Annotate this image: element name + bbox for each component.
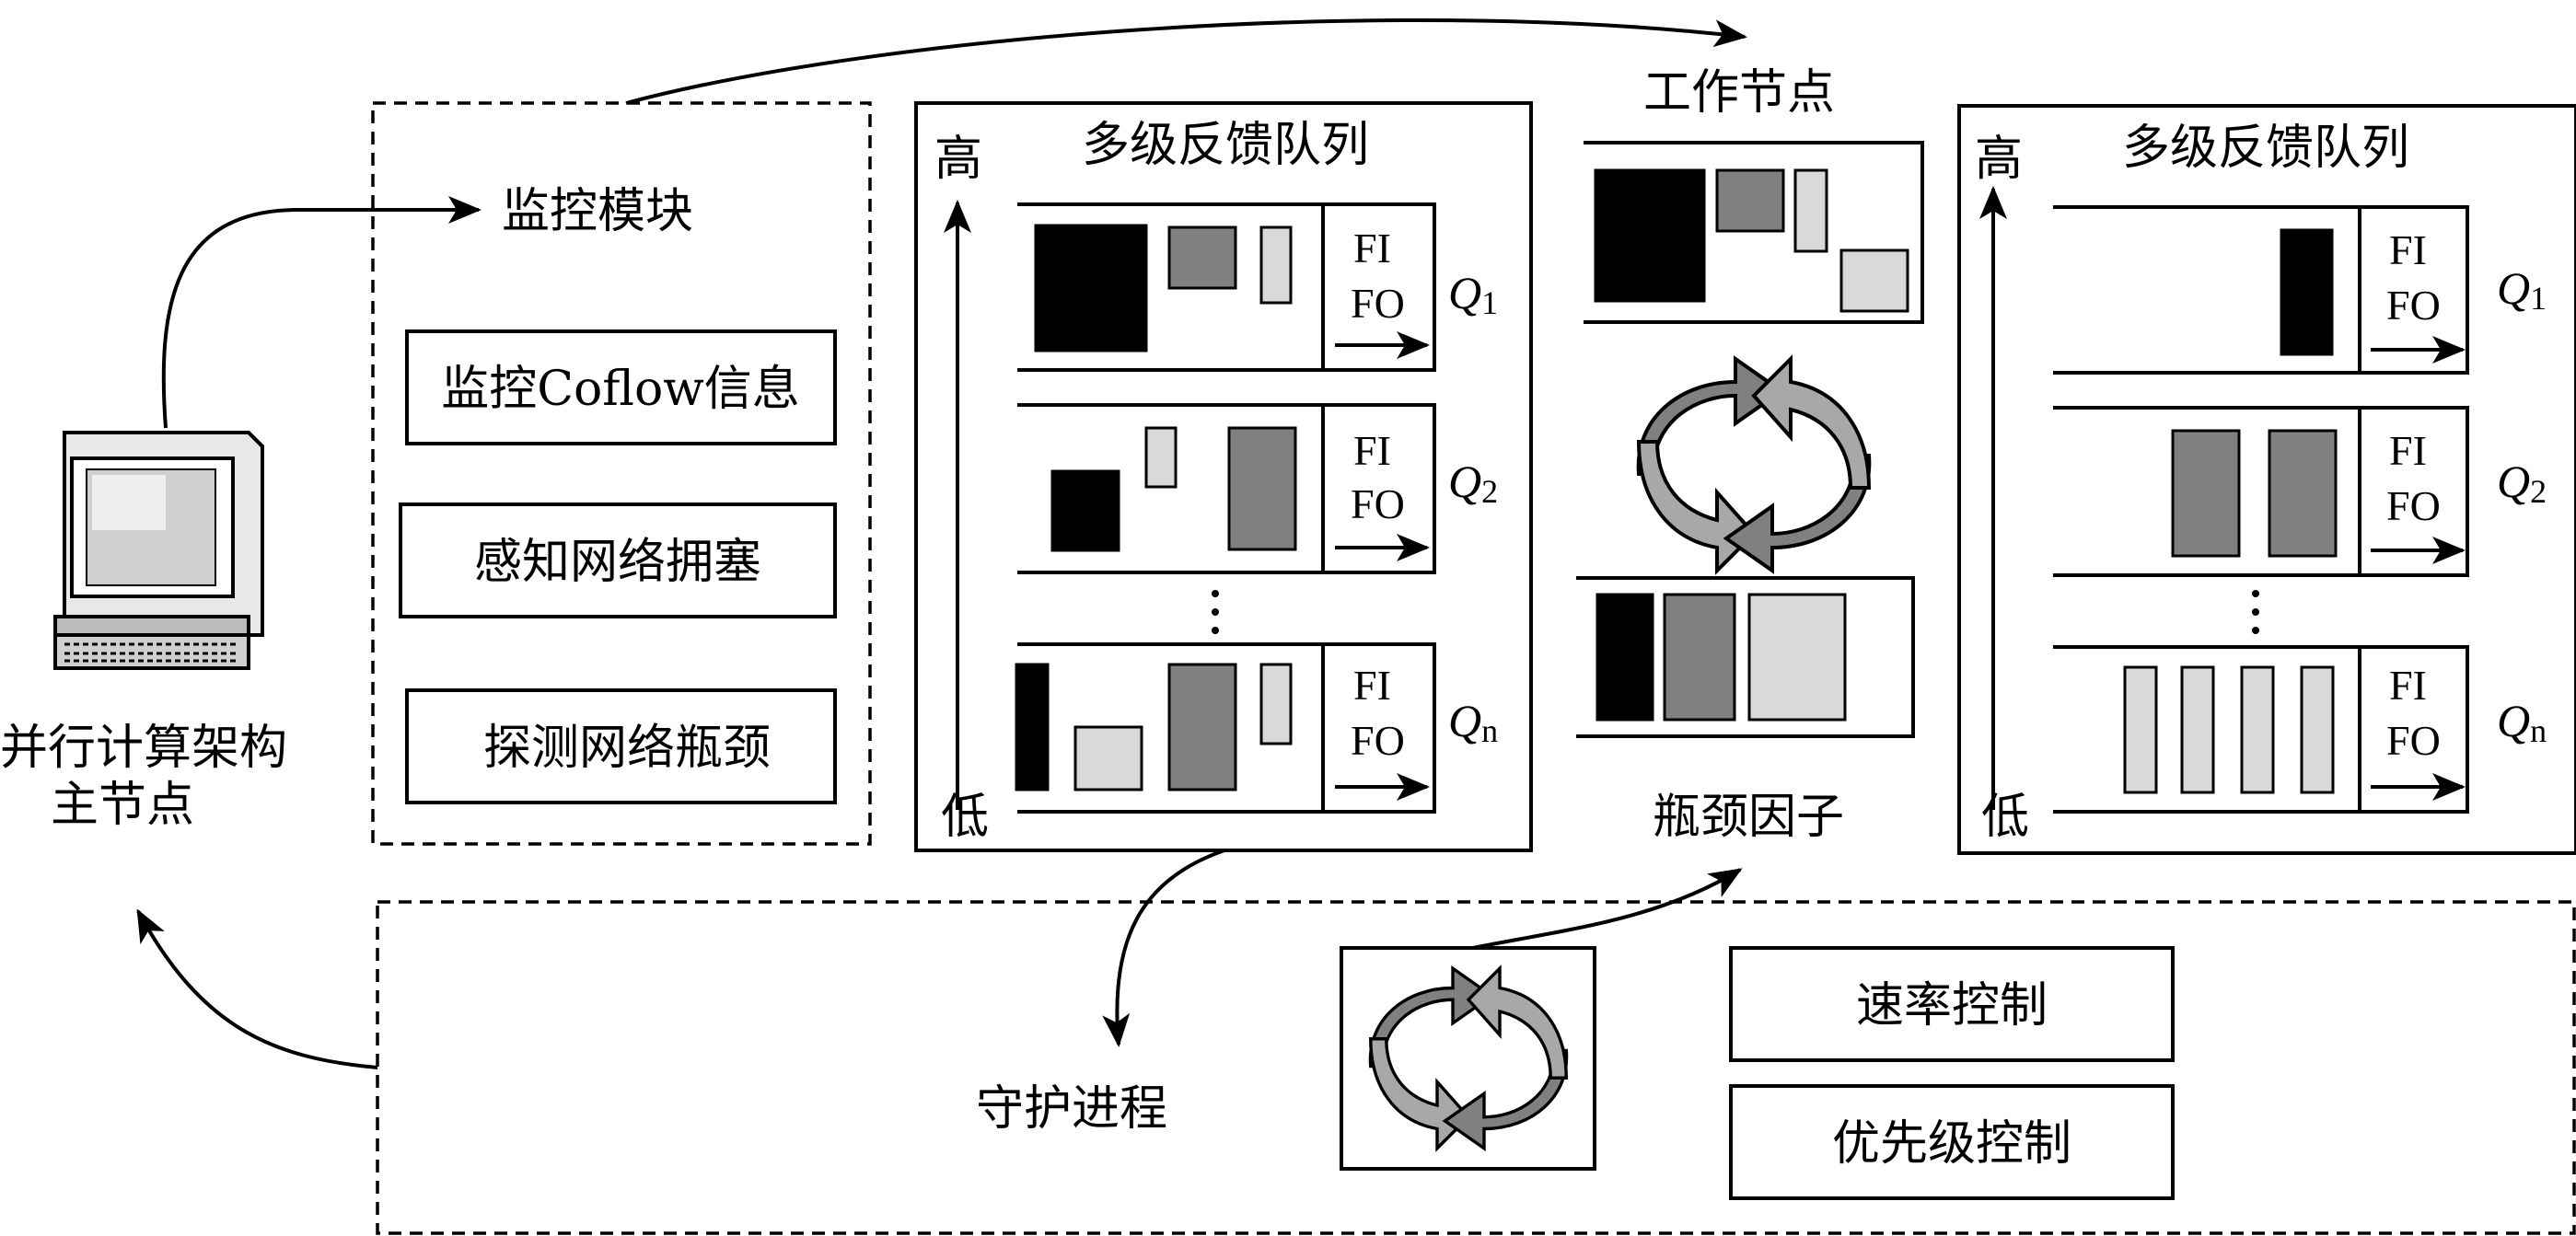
monitor-item-label-1: 监控Coflow信息 bbox=[441, 362, 800, 417]
flow-block bbox=[1259, 663, 1293, 745]
flow-block bbox=[1663, 593, 1736, 722]
flow-block bbox=[2268, 429, 2338, 558]
flow-block bbox=[1259, 225, 1293, 305]
monitor-item-box-2 bbox=[399, 502, 837, 618]
ellipsis-dots bbox=[1212, 590, 1219, 634]
flow-block bbox=[2180, 665, 2215, 794]
arrow-monitor-to-worker bbox=[625, 17, 1747, 105]
daemon-process-frame bbox=[376, 900, 2576, 1235]
worker-node-queue-bottom bbox=[1576, 576, 1915, 738]
queue-panel-left: 多级反馈队列 高 低 FI FO Q1 FI FO Q2 bbox=[914, 101, 1533, 852]
fifo-label-top: FI bbox=[2389, 662, 2427, 709]
fifo-label-bottom: FO bbox=[1351, 717, 1405, 764]
rate-control-label: 速率控制 bbox=[1856, 978, 2048, 1034]
monitor-module-frame bbox=[371, 101, 872, 846]
flow-block bbox=[1839, 248, 1909, 313]
flow-block bbox=[1595, 593, 1654, 722]
bottleneck-factor-label: 瓶颈因子 bbox=[1653, 790, 1844, 845]
flow-block bbox=[2123, 665, 2158, 794]
flow-block bbox=[2171, 429, 2241, 558]
monitor-item-box-1 bbox=[405, 329, 837, 445]
worker-node-title: 工作节点 bbox=[1643, 65, 1835, 121]
flow-block bbox=[1747, 593, 1847, 722]
flow-block bbox=[2300, 665, 2335, 794]
queue-label-right-q1: Q1 bbox=[2497, 262, 2547, 317]
fifo-label-top: FI bbox=[1353, 427, 1391, 474]
queue-row-right-q2: FI FO Q2 bbox=[2053, 406, 2547, 577]
queue-right-high-label: 高 bbox=[1975, 132, 2023, 187]
queue-right-title: 多级反馈队列 bbox=[2122, 121, 2409, 176]
fifo-label-bottom: FO bbox=[1351, 280, 1405, 327]
flow-block bbox=[1715, 168, 1785, 233]
flow-block bbox=[1144, 426, 1178, 489]
fifo-label-bottom: FO bbox=[2386, 482, 2441, 529]
master-node-label-line1: 并行计算架构 bbox=[0, 721, 287, 776]
queue-label-q2: Q2 bbox=[1448, 456, 1498, 510]
queue-row-left-q1: FI FO Q1 bbox=[1017, 202, 1498, 372]
fifo-label-top: FI bbox=[1353, 662, 1391, 709]
flow-block bbox=[1793, 168, 1828, 253]
flow-block bbox=[1034, 224, 1148, 352]
flow-block bbox=[2280, 228, 2334, 356]
flow-block bbox=[1050, 469, 1120, 552]
monitor-item-label-3: 探测网络瓶颈 bbox=[483, 721, 771, 776]
queue-left-title: 多级反馈队列 bbox=[1082, 118, 1369, 173]
arrow-queue-to-daemon bbox=[1102, 849, 1225, 1047]
flow-block bbox=[1227, 426, 1297, 551]
recycle-icon bbox=[1368, 965, 1569, 1152]
queue-label-right-q2: Q2 bbox=[2497, 456, 2547, 510]
daemon-item-box-1 bbox=[1729, 946, 2175, 1062]
queue-right-low-label: 低 bbox=[1981, 790, 2029, 845]
daemon-item-box-2 bbox=[1729, 1084, 2175, 1200]
arrow-daemon-to-bottleneck bbox=[1472, 868, 1743, 950]
fifo-label-top: FI bbox=[1353, 225, 1391, 271]
queue-label-q1: Q1 bbox=[1448, 267, 1498, 321]
fifo-label-top: FI bbox=[2389, 226, 2427, 273]
queue-row-right-q1: FI FO Q1 bbox=[2053, 205, 2547, 375]
monitor-item-box-3 bbox=[405, 688, 837, 804]
queue-panel-right: 多级反馈队列 高 低 FI FO Q1 FI FO Q2 bbox=[1957, 104, 2576, 855]
fifo-label-bottom: FO bbox=[1351, 480, 1405, 527]
flow-block bbox=[1015, 663, 1050, 791]
flow-block bbox=[2240, 665, 2275, 794]
arrow-daemon-to-master bbox=[136, 908, 378, 1069]
computer-icon bbox=[53, 431, 264, 670]
queue-row-left-q2: FI FO Q2 bbox=[1017, 403, 1498, 574]
arrow-master-to-monitor bbox=[161, 196, 482, 429]
queue-left-high-label: 高 bbox=[934, 132, 982, 187]
monitor-item-label-2: 感知网络拥塞 bbox=[474, 535, 761, 590]
flow-block bbox=[1167, 663, 1237, 791]
flow-block bbox=[1167, 225, 1237, 290]
worker-node-queue-top bbox=[1584, 141, 1924, 324]
ellipsis-dots-right bbox=[2252, 590, 2259, 634]
fifo-label-bottom: FO bbox=[2386, 282, 2441, 329]
queue-label-qn: Qn bbox=[1448, 695, 1498, 749]
queue-left-low-label: 低 bbox=[941, 790, 989, 845]
queue-row-left-qn: FI FO Qn bbox=[1015, 642, 1498, 814]
master-node-label-line2: 主节点 bbox=[51, 778, 194, 833]
priority-control-label: 优先级控制 bbox=[1832, 1116, 2071, 1172]
fifo-label-bottom: FO bbox=[2386, 717, 2441, 764]
recycle-icon bbox=[1636, 354, 1872, 575]
queue-row-right-qn: FI FO Qn bbox=[2053, 645, 2547, 814]
daemon-process-title: 守护进程 bbox=[976, 1081, 1167, 1137]
fifo-label-top: FI bbox=[2389, 427, 2427, 474]
monitor-module-title: 监控模块 bbox=[502, 184, 693, 239]
flow-block bbox=[1594, 168, 1706, 303]
flow-block bbox=[1073, 725, 1143, 791]
queue-label-right-qn: Qn bbox=[2497, 695, 2547, 749]
